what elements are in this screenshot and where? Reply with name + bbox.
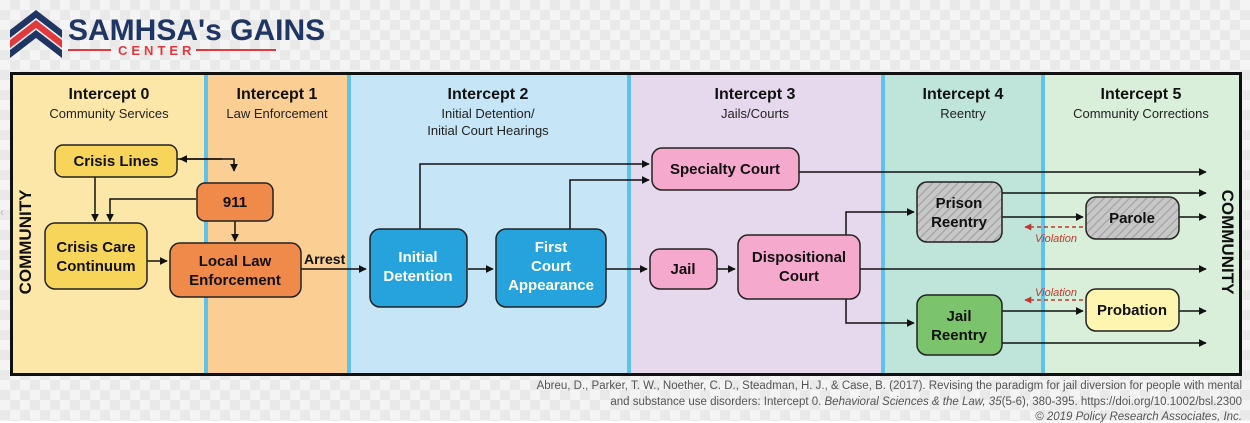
node-specialty-court — [651, 147, 800, 191]
edge-dispositional-jailreentry — [845, 291, 915, 327]
intercept-2-column — [349, 75, 629, 373]
violation-label-probation: Violation — [1035, 287, 1077, 299]
violation-connectors — [1024, 223, 1083, 304]
node-initial-detention — [369, 228, 468, 308]
node-specialty-court-label: Specialty Court — [670, 161, 780, 178]
intercept-1-title: Intercept 1 — [237, 86, 318, 103]
node-first-court — [495, 228, 607, 308]
node-first-court-label-3: Appearance — [508, 277, 594, 294]
node-jail-label: Jail — [670, 261, 695, 278]
carousel-prev-icon[interactable]: ‹ — [0, 205, 4, 219]
arrest-label: Arrest — [304, 251, 346, 267]
intercept-3-column — [629, 75, 883, 373]
intercept-4-subtitle: Reentry — [940, 106, 986, 121]
community-label-left: COMMUNITY — [16, 189, 35, 294]
node-jail-reentry-label-2: Reentry — [931, 327, 988, 344]
node-crisis-lines — [54, 144, 178, 178]
node-first-court-label-2: Court — [531, 258, 571, 275]
node-crisis-care — [44, 222, 148, 290]
sequential-intercept-model-frame: Intercept 0 Intercept 1 Intercept 2 Inte… — [10, 72, 1242, 376]
citation-line-2a: and substance use disorders: Intercept 0… — [610, 396, 825, 408]
citation-line-1: Abreu, D., Parker, T. W., Noether, C. D.… — [536, 380, 1242, 392]
node-dispositional-court-label-2: Court — [779, 268, 819, 285]
node-local-law — [169, 242, 302, 298]
logo-name: SAMHSA's GAINS — [68, 14, 325, 47]
intercept-2-subtitle-line1: Initial Detention/ — [441, 106, 535, 121]
node-probation — [1085, 288, 1180, 332]
node-initial-detention-label-1: Initial — [398, 249, 437, 266]
intercept-3-subtitle: Jails/Courts — [721, 106, 789, 121]
edge-firstcourt-specialty — [569, 176, 650, 231]
node-parole-label: Parole — [1109, 210, 1155, 227]
node-prison-reentry-label-1: Prison — [936, 195, 983, 212]
node-probation-label: Probation — [1097, 302, 1167, 319]
node-initial-detention-label-2: Detention — [383, 268, 452, 285]
node-first-court-label-1: First — [535, 239, 568, 256]
node-crisis-lines-label: Crisis Lines — [73, 153, 158, 170]
intercept-5-title: Intercept 5 — [1101, 86, 1182, 103]
edge-detention-specialty — [419, 160, 650, 231]
citation-line-2c: (5-6), 380-395. https://doi.org/10.1002/… — [1001, 396, 1242, 408]
node-local-law-label-1: Local Law — [199, 253, 272, 270]
intercept-0-subtitle: Community Services — [49, 106, 169, 121]
node-prison-reentry — [916, 181, 1003, 243]
node-prison-reentry-label-2: Reentry — [931, 214, 988, 231]
column-separators — [204, 75, 1045, 373]
connectors — [91, 155, 1207, 347]
intercept-2-subtitle-line2: Initial Court Hearings — [427, 123, 549, 138]
intercept-3-title: Intercept 3 — [715, 86, 796, 103]
citation-line-2: and substance use disorders: Intercept 0… — [610, 396, 1242, 408]
node-dispositional-court — [737, 234, 861, 300]
node-jail-reentry — [916, 294, 1003, 356]
node-jail-reentry-label-1: Jail — [946, 308, 971, 325]
intercept-1-subtitle: Law Enforcement — [226, 106, 328, 121]
citation-copyright: © 2019 Policy Research Associates, Inc. — [1035, 411, 1242, 423]
node-parole — [1085, 196, 1180, 240]
intercept-4-title: Intercept 4 — [923, 86, 1004, 103]
edge-911-crisiscare — [106, 198, 196, 222]
node-local-law-label-2: Enforcement — [189, 272, 281, 289]
node-jail — [649, 248, 718, 290]
intercept-1-column — [206, 75, 349, 373]
node-911-label: 911 — [223, 194, 247, 211]
violation-label-parole: Violation — [1035, 233, 1077, 245]
intercept-5-subtitle: Community Corrections — [1073, 106, 1209, 121]
intercept-2-title: Intercept 2 — [448, 86, 529, 103]
logo-subtitle: CENTER — [118, 43, 195, 58]
intercept-0-title: Intercept 0 — [69, 86, 150, 103]
logo-emblem-icon — [10, 10, 62, 58]
community-label-right: COMMUNITY — [1218, 190, 1237, 295]
node-crisis-care-label-2: Continuum — [56, 258, 135, 275]
citation-journal: Behavioral Sciences & the Law, 35 — [824, 396, 1002, 408]
node-crisis-care-label-1: Crisis Care — [56, 239, 135, 256]
sequential-intercept-diagram: Intercept 0 Intercept 1 Intercept 2 Inte… — [13, 75, 1239, 373]
samhsa-gains-logo: SAMHSA's GAINS CENTER — [10, 10, 325, 58]
node-911 — [196, 182, 274, 222]
node-dispositional-court-label-1: Dispositional — [752, 249, 846, 266]
